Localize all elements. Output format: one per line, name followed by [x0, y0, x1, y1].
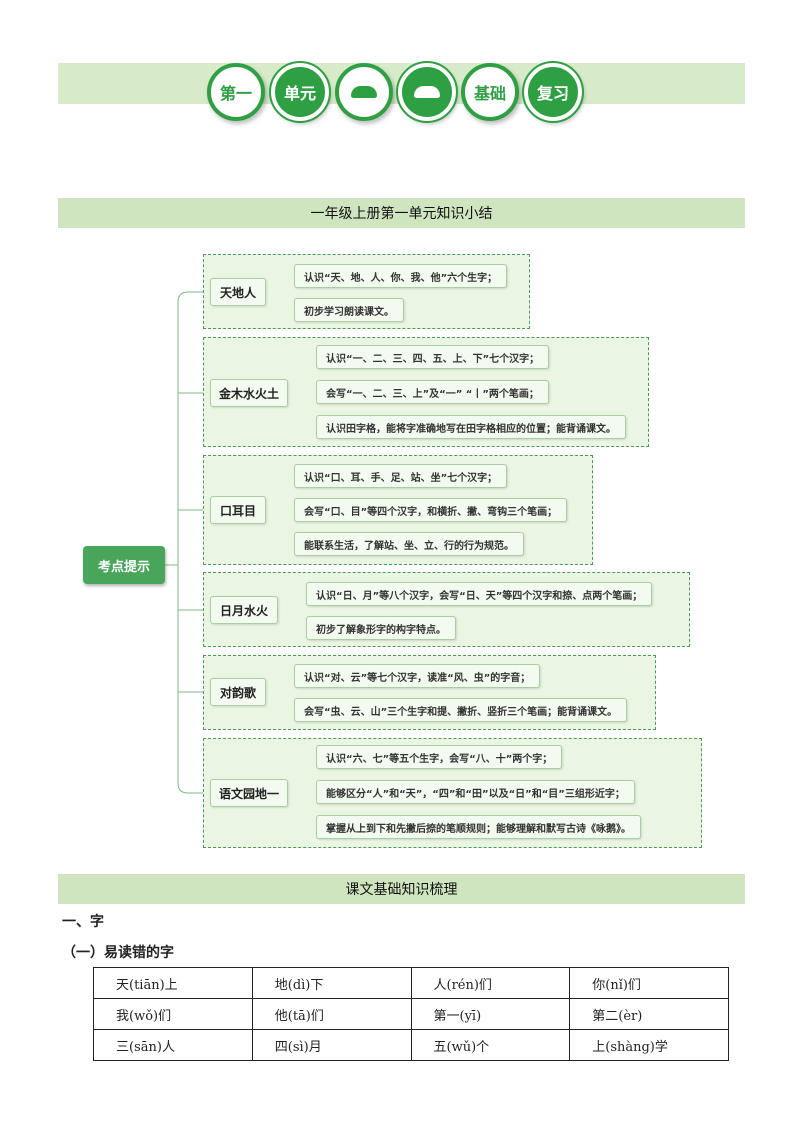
misread-characters-table: 天(tiān)上 地(dì)下 人(rén)们 你(nǐ)们 我(wǒ)们 他(…: [93, 967, 729, 1061]
branch-1-item-1: 认识“天、地、人、你、我、他”六个生字；: [294, 264, 508, 288]
banner-text: 基础: [473, 84, 506, 103]
banner-circle-3: [335, 63, 393, 121]
summary-title: 一年级上册第一单元知识小结: [58, 198, 745, 228]
branch-2-item-2: 会写“一、二、三、上”及“一” “丨”两个笔画；: [316, 380, 549, 404]
branch-4-item-1: 认识“日、月”等八个汉字，会写“日、天”等四个汉字和捺、点两个笔画；: [306, 582, 653, 606]
table-cell: 地(dì)下: [251, 967, 412, 999]
table-cell: 第二(èr): [569, 998, 729, 1030]
banner-text: 单元: [283, 84, 316, 103]
table-cell: 第一(yī): [410, 998, 571, 1030]
table-row: 天(tiān)上 地(dì)下 人(rén)们 你(nǐ)们: [93, 967, 729, 999]
banner-circle-2: 单元: [269, 61, 331, 123]
branch-node-5: 对韵歌: [210, 678, 266, 706]
branch-node-2: 金木水火土: [210, 379, 288, 407]
branch-6-item-2: 能够区分“人”和“天”，“四”和“田”以及“日”和“目”三组形近字；: [316, 780, 635, 804]
branch-4-item-2: 初步了解象形字的构字特点。: [306, 616, 456, 640]
table-cell: 你(nǐ)们: [569, 967, 729, 999]
branch-3-item-2: 会写“口、目”等四个汉字，和横折、撇、弯钩三个笔画；: [294, 498, 568, 522]
table-cell: 五(wǔ)个: [410, 1029, 571, 1061]
banner-circle-1: 第一: [207, 63, 265, 121]
table-cell: 他(tā)们: [251, 998, 412, 1030]
branch-2-item-1: 认识“一、二、三、四、五、上、下”七个汉字；: [316, 345, 550, 369]
mindmap-root: 考点提示: [83, 546, 165, 584]
banner-circle-5: 基础: [461, 63, 519, 121]
banner-circle-6: 复习: [522, 61, 584, 123]
branch-node-1: 天地人: [210, 278, 266, 306]
banner-text: 第一: [219, 84, 252, 103]
branch-node-4: 日月水火: [210, 596, 278, 624]
banner-circle-4: [396, 61, 458, 123]
branch-node-6: 语文园地一: [210, 779, 288, 807]
table-cell: 四(sì)月: [251, 1029, 412, 1061]
heading-misread-characters: （一）易读错的字: [62, 945, 174, 961]
branch-5-item-2: 会写“虫、云、山”三个生字和提、撇折、竖折三个笔画；能背诵课文。: [294, 698, 628, 722]
branch-3-item-1: 认识“口、耳、手、足、站、坐”七个汉字；: [294, 464, 508, 488]
banner-text: 复习: [536, 84, 569, 103]
review-title: 课文基础知识梳理: [58, 874, 745, 904]
table-row: 三(sān)人 四(sì)月 五(wǔ)个 上(shàng)学: [93, 1029, 729, 1061]
table-row: 我(wǒ)们 他(tā)们 第一(yī) 第二(èr): [93, 998, 729, 1030]
table-cell: 上(shàng)学: [569, 1029, 729, 1061]
cloud-icon: [414, 86, 440, 98]
branch-5-item-1: 认识“对、云”等七个汉字，读准“风、虫”的字音；: [294, 664, 541, 688]
branch-node-3: 口耳目: [210, 496, 266, 524]
branch-6-item-1: 认识“六、七”等五个生字，会写“八、十”两个字；: [316, 745, 563, 769]
branch-1-item-2: 初步学习朗读课文。: [294, 298, 404, 322]
branch-2-item-3: 认识田字格，能将字准确地写在田字格相应的位置；能背诵课文。: [316, 415, 626, 439]
table-cell: 我(wǒ)们: [93, 998, 253, 1030]
branch-6-item-3: 掌握从上到下和先撇后捺的笔顺规则；能够理解和默写古诗《咏鹅》。: [316, 815, 641, 839]
table-cell: 三(sān)人: [93, 1029, 253, 1061]
branch-3-item-3: 能联系生活，了解站、坐、立、行的行为规范。: [294, 532, 524, 556]
heading-characters: 一、字: [62, 914, 104, 930]
table-cell: 人(rén)们: [410, 967, 571, 999]
cloud-icon: [351, 86, 377, 98]
table-cell: 天(tiān)上: [93, 967, 253, 999]
